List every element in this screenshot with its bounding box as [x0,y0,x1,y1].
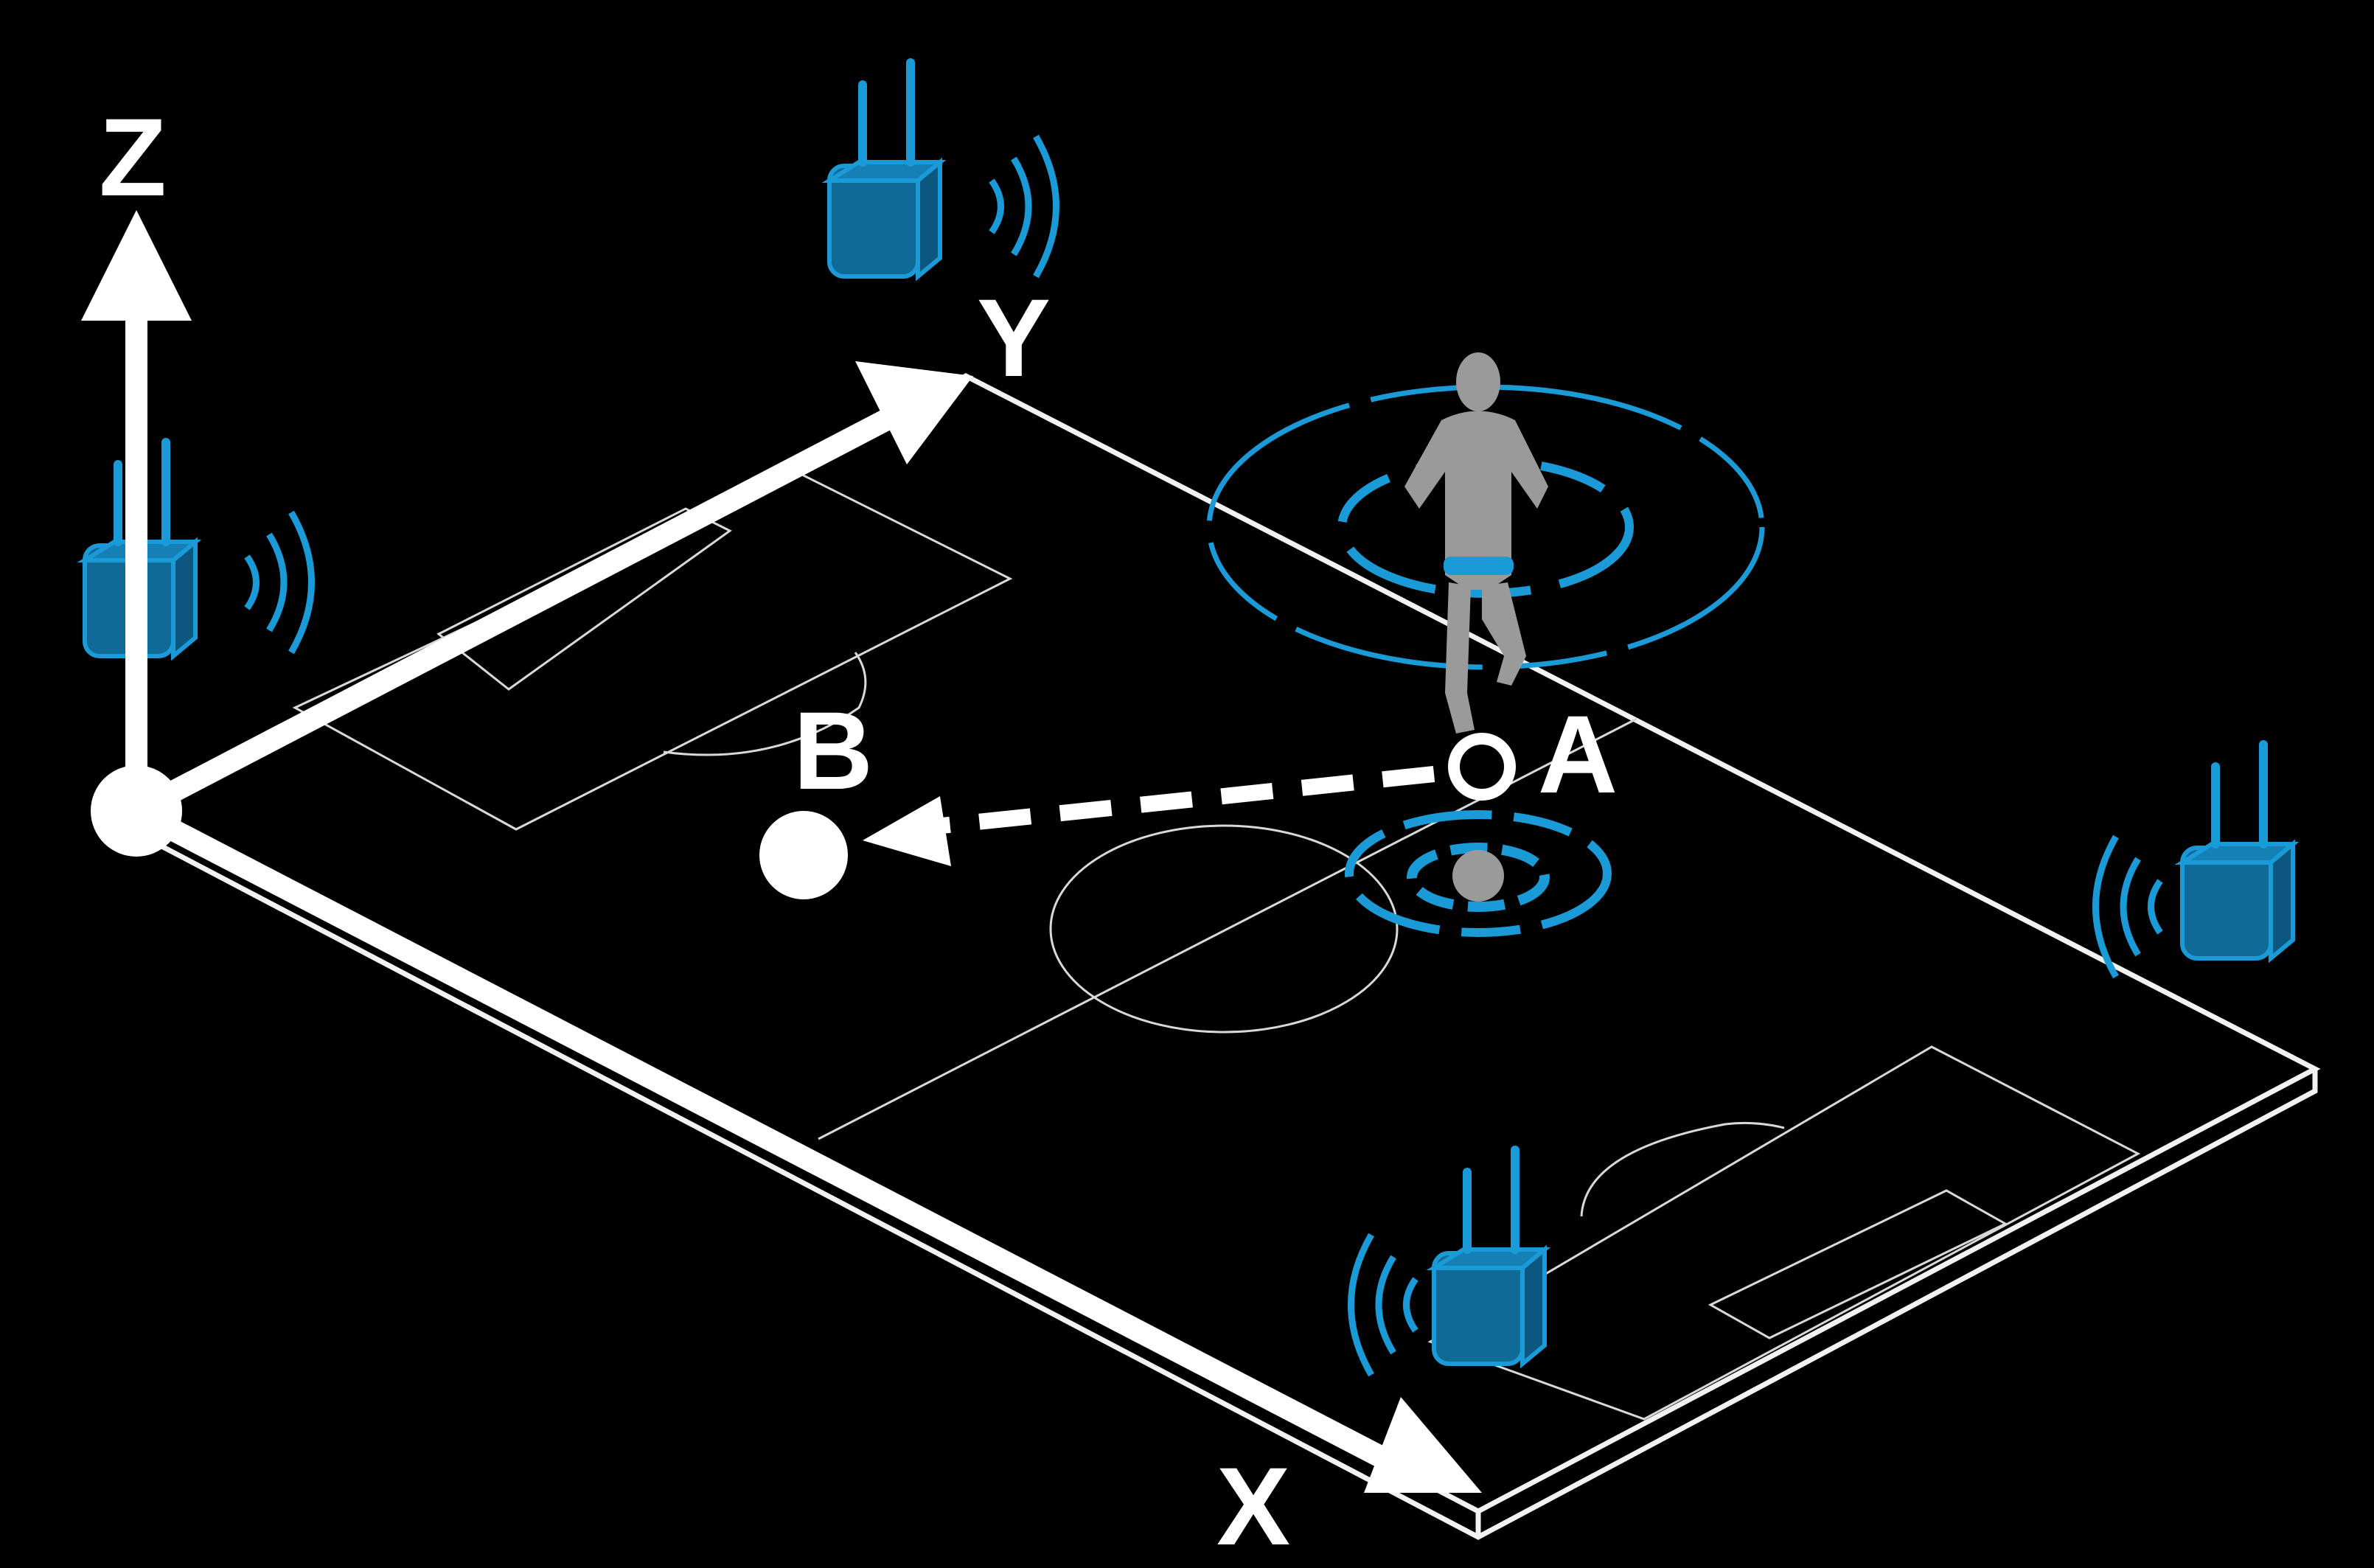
point-label-a: A [1538,692,1618,816]
axis-label-x: X [1216,1444,1290,1568]
player-icon [1404,352,1548,734]
ball-icon [1452,850,1504,902]
coordinate-axes [81,210,1482,1493]
point-label-b: B [793,689,873,812]
point-a-marker [1448,733,1516,801]
origin-marker [91,765,182,857]
point-b-marker [759,811,848,899]
movement-arrow [863,766,1435,866]
axis-label-y: Y [977,276,1051,400]
axis-label-z: Z [99,95,167,219]
